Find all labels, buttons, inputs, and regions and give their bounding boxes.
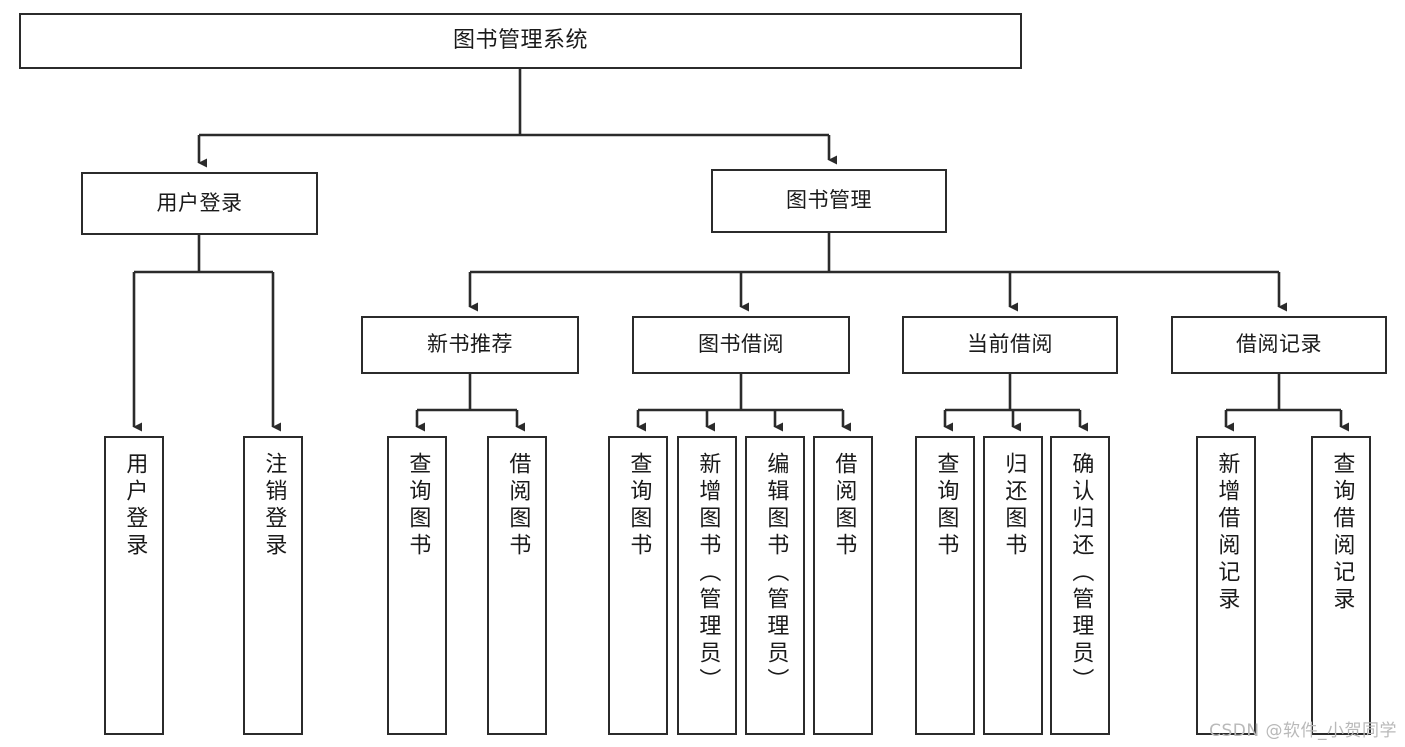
node-book-management[interactable]: 图书管理 <box>711 169 947 233</box>
leaf-query-book-borrow[interactable]: 查询图书 <box>608 436 668 735</box>
node-root-label: 图书管理系统 <box>452 27 588 53</box>
node-book-borrow[interactable]: 图书借阅 <box>632 316 850 374</box>
leaf-borrow-book-newbook-label: 借阅图书 <box>505 452 531 560</box>
leaf-query-book-newbook[interactable]: 查询图书 <box>387 436 447 735</box>
node-new-book-recommend-label: 新书推荐 <box>427 332 513 357</box>
node-borrow-record[interactable]: 借阅记录 <box>1171 316 1387 374</box>
leaf-borrow-book-newbook[interactable]: 借阅图书 <box>487 436 547 735</box>
node-new-book-recommend[interactable]: 新书推荐 <box>361 316 579 374</box>
leaf-query-book-current-label: 查询图书 <box>933 452 959 560</box>
leaf-query-borrow-record-label: 查询借阅记录 <box>1329 452 1355 614</box>
leaf-query-book-newbook-label: 查询图书 <box>405 452 431 560</box>
leaf-add-borrow-record-label: 新增借阅记录 <box>1214 452 1240 614</box>
node-root[interactable]: 图书管理系统 <box>19 13 1022 69</box>
leaf-confirm-return-admin[interactable]: 确认归还（管理员） <box>1050 436 1110 735</box>
node-current-borrow[interactable]: 当前借阅 <box>902 316 1118 374</box>
leaf-add-book-admin-label: 新增图书（管理员） <box>695 452 721 695</box>
leaf-add-borrow-record[interactable]: 新增借阅记录 <box>1196 436 1256 735</box>
leaf-query-book-current[interactable]: 查询图书 <box>915 436 975 735</box>
leaf-return-book[interactable]: 归还图书 <box>983 436 1043 735</box>
leaf-edit-book-admin-label: 编辑图书（管理员） <box>763 452 789 695</box>
node-book-borrow-label: 图书借阅 <box>698 332 784 357</box>
leaf-user-login-label: 用户登录 <box>122 452 148 560</box>
node-current-borrow-label: 当前借阅 <box>967 332 1053 357</box>
node-borrow-record-label: 借阅记录 <box>1236 332 1322 357</box>
leaf-borrow-book-label: 借阅图书 <box>831 452 857 560</box>
leaf-return-book-label: 归还图书 <box>1001 452 1027 560</box>
leaf-logout-label: 注销登录 <box>261 452 287 560</box>
node-book-management-label: 图书管理 <box>786 188 872 213</box>
leaf-borrow-book[interactable]: 借阅图书 <box>813 436 873 735</box>
node-user-login[interactable]: 用户登录 <box>81 172 318 235</box>
leaf-edit-book-admin[interactable]: 编辑图书（管理员） <box>745 436 805 735</box>
leaf-confirm-return-admin-label: 确认归还（管理员） <box>1068 452 1094 695</box>
leaf-user-login[interactable]: 用户登录 <box>104 436 164 735</box>
leaf-logout[interactable]: 注销登录 <box>243 436 303 735</box>
leaf-add-book-admin[interactable]: 新增图书（管理员） <box>677 436 737 735</box>
node-user-login-label: 用户登录 <box>156 190 243 215</box>
leaf-query-book-borrow-label: 查询图书 <box>626 452 652 560</box>
leaf-query-borrow-record[interactable]: 查询借阅记录 <box>1311 436 1371 735</box>
